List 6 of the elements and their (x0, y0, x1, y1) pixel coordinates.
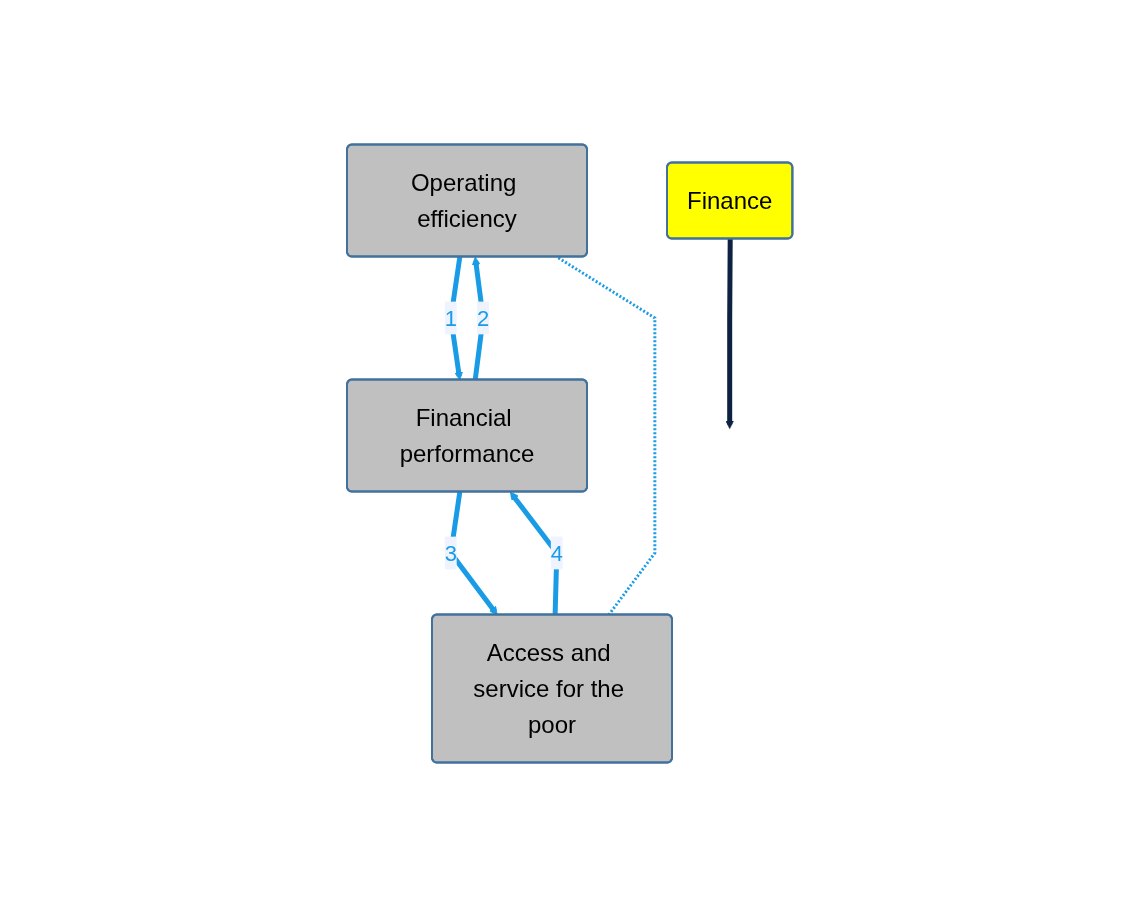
edge-label: 2 (476, 305, 490, 331)
edge-label: 1 (444, 305, 457, 331)
edge-label: 4 (550, 540, 563, 566)
edge-label: 3 (444, 540, 457, 566)
arrow (725, 239, 734, 429)
connector (556, 255, 657, 616)
